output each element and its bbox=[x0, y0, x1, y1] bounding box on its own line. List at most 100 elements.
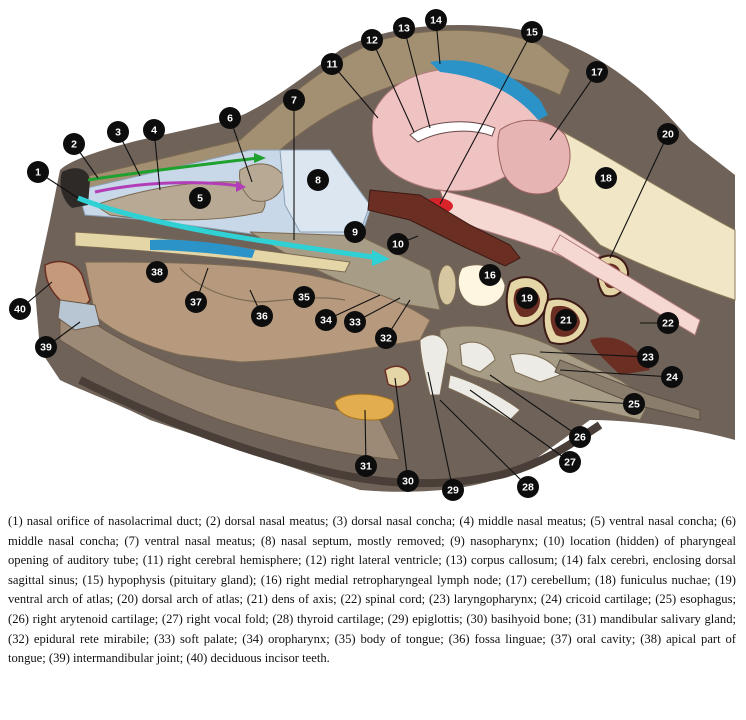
cricoid-cartilage bbox=[509, 353, 561, 383]
label-number-22: 22 bbox=[662, 318, 674, 330]
label-marker-24 bbox=[661, 366, 683, 388]
label-number-5: 5 bbox=[197, 193, 203, 205]
epiglottis bbox=[419, 334, 449, 396]
label-number-31: 31 bbox=[360, 461, 372, 473]
label-marker-8 bbox=[307, 169, 329, 191]
label-marker-18 bbox=[595, 167, 617, 189]
label-marker-38 bbox=[146, 261, 168, 283]
basihyoid-bone bbox=[384, 365, 411, 388]
label-marker-17 bbox=[586, 61, 608, 83]
label-marker-20 bbox=[657, 123, 679, 145]
label-number-30: 30 bbox=[402, 476, 414, 488]
leader-line-30 bbox=[394, 377, 409, 482]
label-marker-33 bbox=[344, 311, 366, 333]
intermandibular-joint bbox=[57, 299, 101, 331]
label-marker-10 bbox=[387, 233, 409, 255]
cerebellum bbox=[497, 119, 571, 195]
figure-caption: (1) nasal orifice of nasolacrimal duct; … bbox=[8, 514, 736, 666]
leader-line-11 bbox=[331, 63, 379, 119]
leader-line-29 bbox=[427, 371, 454, 491]
label-number-14: 14 bbox=[430, 15, 442, 27]
thyroid-cartilage bbox=[447, 374, 521, 421]
esophagus bbox=[554, 359, 701, 421]
magenta-arrow-head bbox=[236, 181, 246, 192]
label-number-21: 21 bbox=[560, 315, 572, 327]
cyan-arrow-head bbox=[372, 250, 390, 266]
label-marker-32 bbox=[375, 327, 397, 349]
leader-line-27 bbox=[469, 389, 571, 463]
label-number-12: 12 bbox=[366, 35, 378, 47]
chin-hair bbox=[78, 376, 603, 488]
label-marker-6 bbox=[219, 107, 241, 129]
label-marker-31 bbox=[355, 455, 377, 477]
label-marker-26 bbox=[569, 426, 591, 448]
leader-line-20 bbox=[609, 133, 669, 259]
label-number-32: 32 bbox=[380, 333, 392, 345]
label-marker-29 bbox=[442, 479, 464, 501]
label-marker-4 bbox=[143, 119, 165, 141]
label-number-28: 28 bbox=[522, 482, 534, 494]
label-marker-12 bbox=[361, 29, 383, 51]
label-number-35: 35 bbox=[298, 292, 310, 304]
palatine-venous-plexus bbox=[150, 239, 255, 258]
label-number-7: 7 bbox=[291, 95, 297, 107]
label-marker-19 bbox=[516, 287, 538, 309]
label-number-33: 33 bbox=[349, 317, 361, 329]
label-marker-34 bbox=[315, 309, 337, 331]
fossa-linguae-line bbox=[179, 267, 346, 303]
label-marker-35 bbox=[293, 286, 315, 308]
label-number-39: 39 bbox=[40, 342, 52, 354]
corpus-callosum bbox=[409, 121, 496, 143]
label-number-19: 19 bbox=[521, 293, 533, 305]
label-number-9: 9 bbox=[352, 227, 358, 239]
falx-cerebri-sinus bbox=[430, 60, 548, 120]
rete-mirabile-oval bbox=[437, 264, 457, 306]
mandibular-salivary-gland bbox=[334, 393, 395, 421]
green-arrow-head bbox=[254, 153, 266, 163]
label-marker-11 bbox=[321, 53, 343, 75]
label-marker-16 bbox=[479, 264, 501, 286]
leader-line-12 bbox=[371, 39, 415, 133]
label-number-13: 13 bbox=[398, 23, 410, 35]
leader-line-26 bbox=[489, 374, 581, 438]
label-marker-25 bbox=[623, 393, 645, 415]
funiculus-nuchae bbox=[539, 119, 736, 301]
label-number-10: 10 bbox=[392, 239, 404, 251]
label-number-16: 16 bbox=[484, 270, 496, 282]
leader-line-24 bbox=[559, 369, 673, 378]
skull-base-bones bbox=[367, 189, 521, 267]
leader-line-6 bbox=[229, 117, 253, 183]
label-marker-14 bbox=[425, 9, 447, 31]
label-number-4: 4 bbox=[151, 125, 157, 137]
label-number-1: 1 bbox=[35, 167, 41, 179]
label-number-40: 40 bbox=[14, 304, 26, 316]
leader-line-17 bbox=[549, 71, 598, 141]
label-number-11: 11 bbox=[326, 59, 337, 71]
label-number-2: 2 bbox=[71, 139, 77, 151]
green-arrow-dorsal-meatus bbox=[87, 156, 259, 182]
label-number-8: 8 bbox=[315, 175, 321, 187]
label-number-3: 3 bbox=[115, 127, 121, 139]
label-number-34: 34 bbox=[320, 315, 332, 327]
cyan-arrow-ventral-meatus bbox=[77, 195, 381, 261]
magenta-arrow-middle-meatus bbox=[94, 181, 241, 194]
label-marker-27 bbox=[559, 451, 581, 473]
spinal-cord bbox=[551, 234, 701, 336]
arytenoid-cartilage bbox=[459, 341, 496, 373]
label-marker-3 bbox=[107, 121, 129, 143]
label-marker-7 bbox=[283, 89, 305, 111]
label-marker-13 bbox=[393, 17, 415, 39]
label-number-37: 37 bbox=[190, 297, 202, 309]
label-number-29: 29 bbox=[447, 485, 459, 497]
label-marker-37 bbox=[185, 291, 207, 313]
label-marker-36 bbox=[251, 305, 273, 327]
label-marker-40 bbox=[9, 298, 31, 320]
label-number-23: 23 bbox=[642, 352, 654, 364]
leader-lines bbox=[19, 19, 673, 491]
label-number-27: 27 bbox=[564, 457, 576, 469]
label-marker-1 bbox=[27, 161, 49, 183]
label-number-24: 24 bbox=[666, 372, 678, 384]
leader-line-15 bbox=[439, 31, 533, 205]
